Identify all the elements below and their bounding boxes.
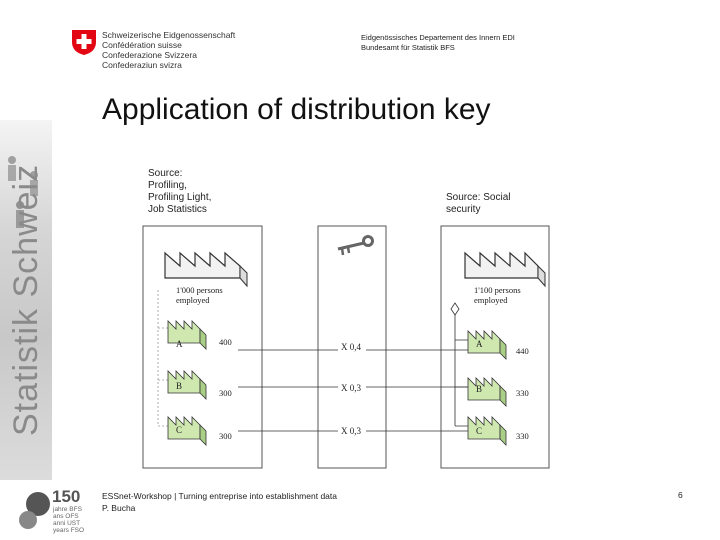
footer-text: ESSnet-Workshop | Turning entreprise int… bbox=[102, 490, 337, 514]
left-unit-c-label: C bbox=[176, 425, 182, 435]
right-value-a: 440 bbox=[516, 346, 529, 356]
right-unit-c-label: C bbox=[476, 426, 482, 436]
anniversary-line-de: jahre BFS bbox=[53, 506, 84, 513]
factor-a: X 0,4 bbox=[341, 342, 361, 352]
page-number: 6 bbox=[678, 490, 683, 500]
anniversary-line-en: years FSO bbox=[53, 527, 84, 534]
right-unit-a-label: A bbox=[476, 339, 483, 349]
right-value-b: 330 bbox=[516, 388, 529, 398]
left-value-b: 300 bbox=[219, 388, 232, 398]
right-unit-b-label: B bbox=[476, 384, 482, 394]
left-value-a: 400 bbox=[219, 337, 232, 347]
anniversary-line-fr: ans OFS bbox=[53, 513, 84, 520]
anniversary-number: 150 bbox=[52, 487, 80, 507]
left-value-c: 300 bbox=[219, 431, 232, 441]
left-unit-a-label: A bbox=[176, 339, 183, 349]
fso-anniversary-logo bbox=[18, 490, 52, 532]
right-value-c: 330 bbox=[516, 431, 529, 441]
anniversary-text: jahre BFS ans OFS anni UST years FSO bbox=[53, 506, 84, 534]
left-unit-b-label: B bbox=[176, 381, 182, 391]
factor-c: X 0,3 bbox=[341, 426, 361, 436]
footer-line-1: ESSnet-Workshop | Turning entreprise int… bbox=[102, 490, 337, 502]
factor-b: X 0,3 bbox=[341, 383, 361, 393]
footer-line-2: P. Bucha bbox=[102, 502, 337, 514]
anniversary-line-it: anni UST bbox=[53, 520, 84, 527]
